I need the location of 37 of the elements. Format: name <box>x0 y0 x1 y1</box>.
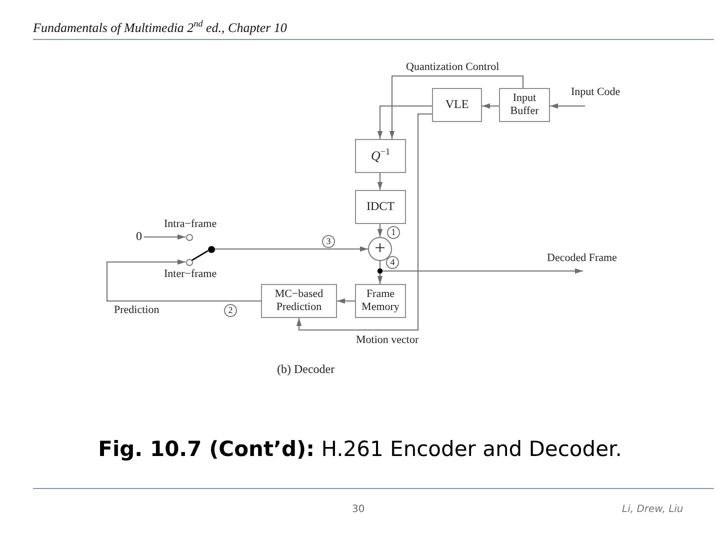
process-box: Input Buffer <box>499 88 550 122</box>
arrow <box>377 172 383 190</box>
figure-label: (b) Decoder <box>277 362 335 376</box>
process-box: Q$^{−1}$ <box>355 139 406 173</box>
arrow <box>482 103 500 109</box>
arrow <box>389 76 524 140</box>
switch-lever <box>192 250 208 261</box>
page-number: 30 <box>352 503 365 516</box>
process-box: MC−based Prediction <box>261 284 337 318</box>
arrow <box>214 246 368 252</box>
arrow <box>336 298 356 304</box>
switch-contact <box>186 234 192 240</box>
arrow <box>377 260 383 284</box>
switch-label: Inter−frame <box>164 268 217 281</box>
figure-caption: Fig. 10.7 (Cont’d): H.261 Encoder and Decoder. <box>98 436 622 462</box>
arrow <box>144 234 186 240</box>
edge-label: Quantization Control <box>405 61 500 74</box>
callout-number: 1 <box>387 226 400 239</box>
edge-label: Input Code <box>570 86 622 99</box>
callout-number: 4 <box>386 256 399 269</box>
arrow <box>377 106 432 140</box>
switch-label: Intra−frame <box>164 218 217 231</box>
arrow <box>382 268 584 274</box>
process-box: Frame Memory <box>355 284 406 318</box>
arrow <box>550 103 586 109</box>
summing-junction: + <box>368 237 392 261</box>
arrow <box>106 259 262 302</box>
callout-number: 2 <box>224 304 237 317</box>
process-box: VLE <box>432 88 482 122</box>
input-value: 0 <box>134 229 144 245</box>
callout-number: 3 <box>322 235 335 248</box>
switch-pivot <box>208 246 214 252</box>
page-header: Fundamentals of Multimedia 2$^{nd}$ ed., Chapter 10 <box>33 20 287 36</box>
process-box: IDCT <box>355 190 406 224</box>
arrow <box>377 224 383 238</box>
switch-contact <box>186 258 192 266</box>
author-credit: Li, Drew, Liu <box>622 503 684 516</box>
